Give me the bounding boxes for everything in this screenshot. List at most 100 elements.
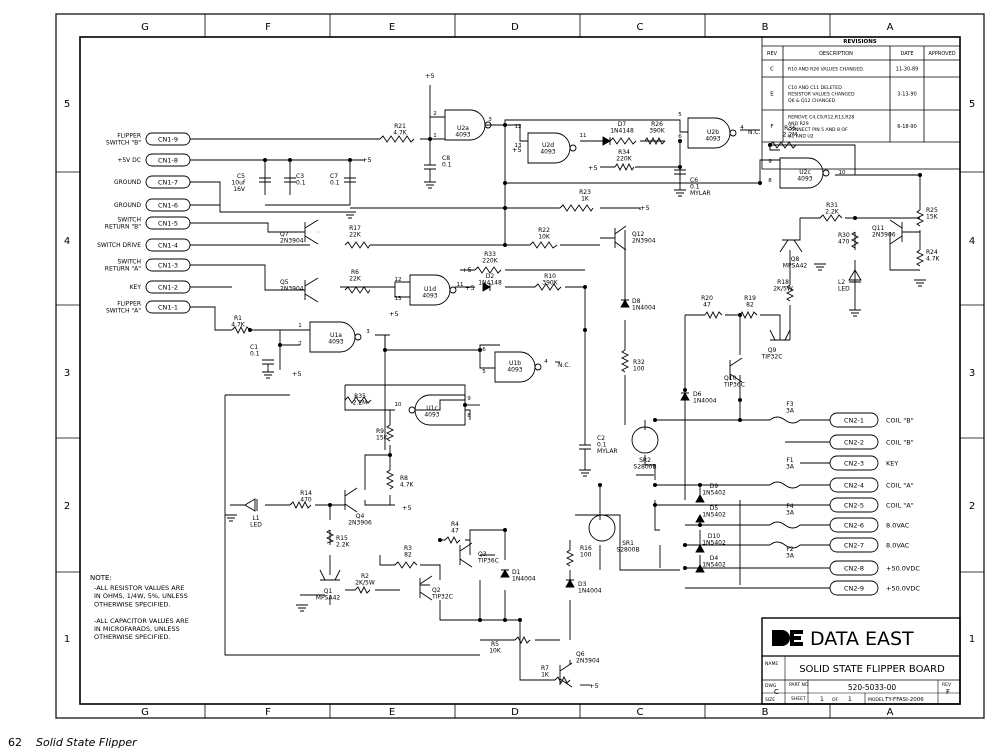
label-r1: R14.7K xyxy=(231,315,246,329)
component-label-line: 4.7K xyxy=(231,322,246,329)
component-label-line: R1 xyxy=(234,315,242,322)
of-label: OF xyxy=(832,697,839,703)
component-label-line: LED xyxy=(838,286,850,293)
junction-dot xyxy=(478,618,482,622)
gate-pin-number: 13 xyxy=(395,296,402,302)
component-label-line: 4093 xyxy=(422,293,437,300)
rev-description-line: AND R29 xyxy=(788,121,809,127)
connector-signal-label: SWITCH xyxy=(117,259,141,266)
grid-col-bottom-D: D xyxy=(511,707,519,718)
component-label-line: R34 xyxy=(618,149,630,156)
plus5-rail-label: +5 xyxy=(425,72,435,80)
component-label-line: 0.1 xyxy=(442,162,452,169)
grid-row-left-2: 2 xyxy=(64,501,70,512)
gate-pin-number: 10 xyxy=(839,170,846,176)
connector-pill xyxy=(145,238,191,252)
grid-col-top-D: D xyxy=(511,22,519,33)
grid-col-bottom-F: F xyxy=(265,707,271,718)
board-name: SOLID STATE FLIPPER BOARD xyxy=(799,664,945,675)
connector-pill xyxy=(829,580,879,596)
gate-pin-number: 4 xyxy=(544,359,548,365)
component-label-line: 470 xyxy=(838,239,850,246)
component-label-line: 0.1 xyxy=(296,180,306,187)
connector-pin-label: CN1-2 xyxy=(158,284,178,292)
approved-header: APPROVED xyxy=(928,51,955,57)
gate-pin-number: 13 xyxy=(515,143,522,149)
part-label: PART NO xyxy=(789,682,809,688)
drawing-frame xyxy=(55,13,985,719)
component-label-line: 15K xyxy=(376,435,389,442)
connector-signal-label: FLIPPER xyxy=(117,133,141,140)
junction-dot xyxy=(428,137,432,141)
component-label-line: F4 xyxy=(786,503,793,510)
component-label-line: R31 xyxy=(826,202,838,209)
component-label-line: LED xyxy=(250,522,262,529)
component-label-line: R22 xyxy=(538,227,550,234)
component-symbols xyxy=(225,109,926,688)
connector-pin-label: CN1-7 xyxy=(158,179,178,187)
note-title: NOTE: xyxy=(90,574,112,582)
component-label-line: 2K/5W xyxy=(773,286,793,293)
component-label-line: 3A xyxy=(786,408,795,415)
component-label-line: U2a xyxy=(457,125,469,132)
no-connect-label: N.C. xyxy=(558,362,571,369)
component-label-line: MPSA42 xyxy=(783,263,808,270)
connector-signal-label: GROUND xyxy=(114,179,141,186)
component-label-line: 3A xyxy=(786,553,795,560)
title-block xyxy=(761,617,961,705)
component-label-line: U1b xyxy=(509,360,521,367)
junction-dot xyxy=(383,348,387,352)
component-label-line: 1N4004 xyxy=(578,588,602,595)
component-label-line: 15K xyxy=(926,214,939,221)
connector-signal-label: GROUND xyxy=(114,202,141,209)
gate-pin-number: 10 xyxy=(395,402,402,408)
label-r8: R84.7K xyxy=(400,475,415,489)
rev-date: 3-13-90 xyxy=(897,92,917,98)
component-label-line: C6 xyxy=(690,177,698,184)
rev-description-line: RESISTOR VALUES CHANGED xyxy=(788,92,855,98)
component-label-line: 390K xyxy=(649,128,665,135)
component-label-line: 4093 xyxy=(797,176,812,183)
junction-dot xyxy=(503,618,507,622)
plus5-rail-label: +5 xyxy=(589,682,599,690)
component-label-line: R16 xyxy=(580,545,592,552)
connector-signal-label: SWITCH "B" xyxy=(106,140,141,147)
component-label-line: R21 xyxy=(394,123,406,130)
component-label-line: Q8 xyxy=(791,256,800,263)
junction-dots xyxy=(248,123,922,622)
component-label-line: 100 xyxy=(633,366,645,373)
connector-pill xyxy=(145,280,191,294)
component-label-line: Q6 xyxy=(576,651,585,658)
dwg-label: DWG xyxy=(765,683,777,689)
component-label-line: 22K xyxy=(349,232,362,239)
component-label-line: F2 xyxy=(786,546,793,553)
gate-pin-number: 6 xyxy=(482,347,486,353)
junction-dot xyxy=(653,483,657,487)
grid-row-right-2: 2 xyxy=(969,501,975,512)
component-label-line: 2N3904 xyxy=(576,658,600,665)
junction-dot xyxy=(503,528,507,532)
component-label-line: R8 xyxy=(400,475,408,482)
